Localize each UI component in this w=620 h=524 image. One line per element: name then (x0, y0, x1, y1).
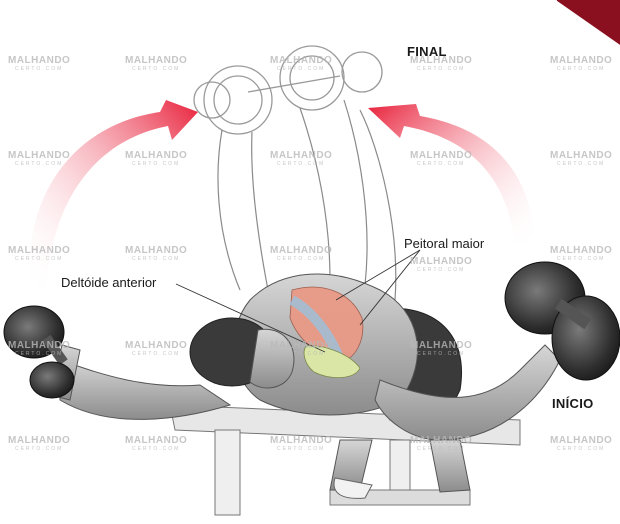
right-arm (374, 344, 561, 441)
right-motion-arrow-icon (368, 104, 535, 245)
right-dumbbell (504, 261, 620, 381)
final-arms-outline (217, 99, 397, 301)
left-motion-arrow-icon (29, 100, 199, 290)
anterior-deltoid-highlight (303, 345, 361, 378)
final-dumbbells-outline (193, 45, 383, 135)
pectoral-major-label: Peitoral maior (404, 236, 485, 251)
head (189, 317, 295, 389)
label-leader-lines (175, 249, 421, 353)
final-position-label: FINAL (407, 44, 447, 59)
left-dumbbell (3, 305, 75, 399)
start-position-label: INÍCIO (552, 396, 594, 411)
anterior-deltoid-label: Deltóide anterior (61, 275, 157, 290)
